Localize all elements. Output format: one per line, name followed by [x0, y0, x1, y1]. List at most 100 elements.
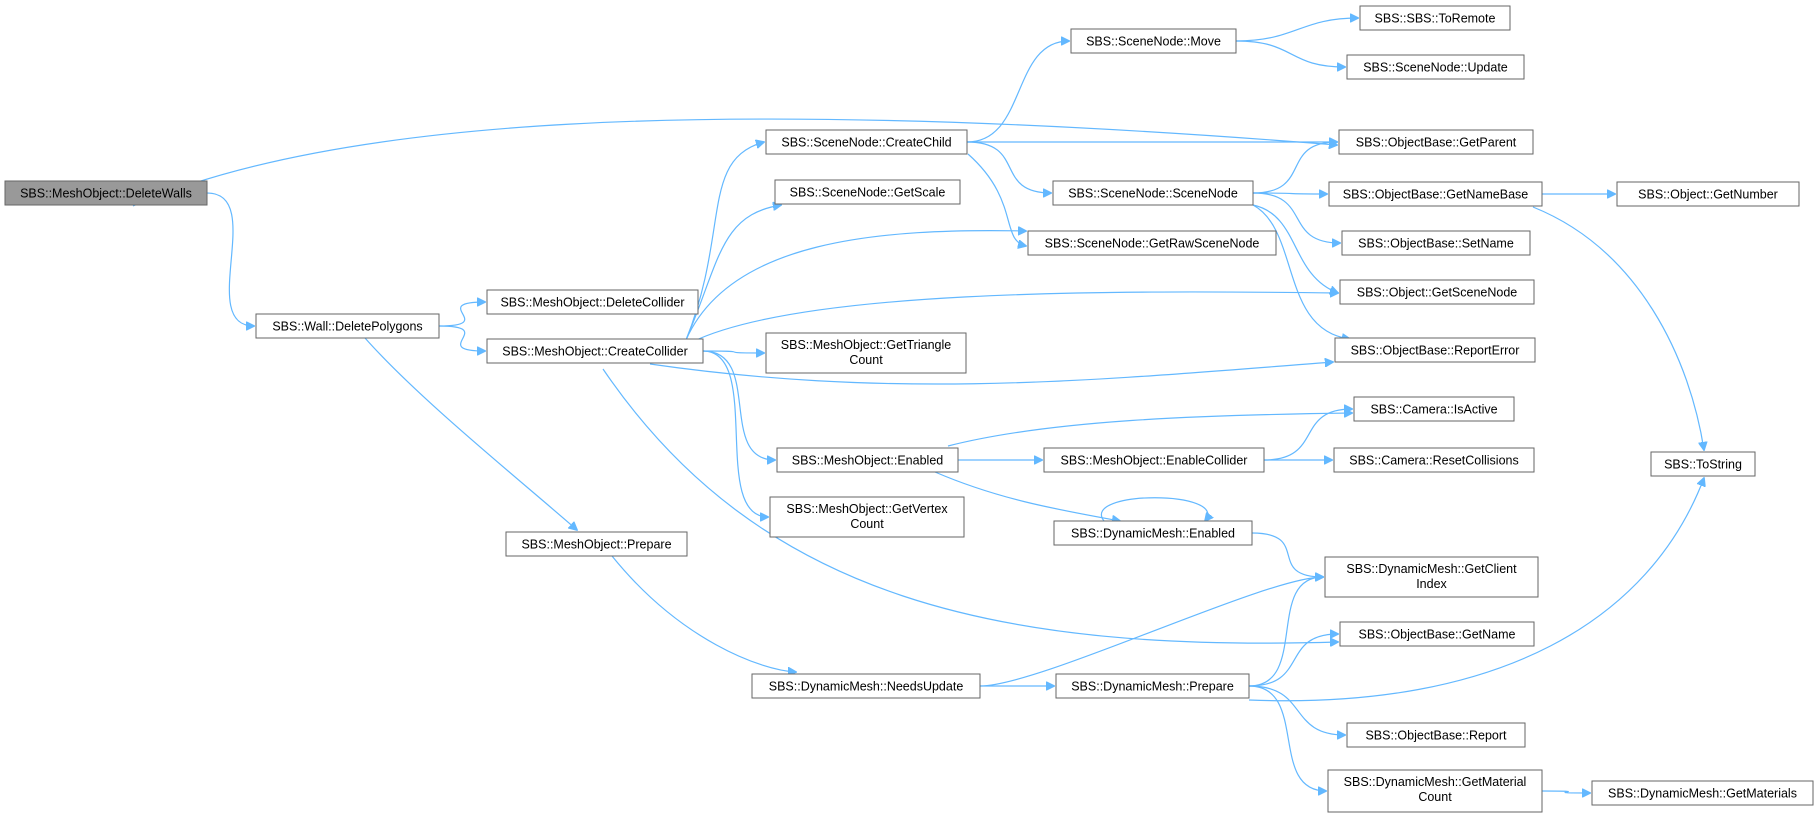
node-n25[interactable]: SBS::DynamicMesh::Enabled [1053, 520, 1253, 546]
edge-n12-to-n25 [934, 471, 1120, 521]
node-label: SBS::MeshObject::DeleteCollider [500, 296, 684, 310]
node-box [505, 531, 688, 557]
node-box [1346, 722, 1526, 748]
edge-n4-to-n14 [602, 368, 1338, 643]
node-label: SBS::Camera::ResetCollisions [1349, 454, 1519, 468]
node-label: SBS::SceneNode::GetRawSceneNode [1045, 237, 1260, 251]
node-box [1591, 780, 1814, 806]
edge-n2-to-n4 [438, 325, 485, 351]
edge-n16-to-n11 [1252, 204, 1350, 339]
node-box [1353, 396, 1515, 422]
node-n9[interactable]: SBS::Object::GetSceneNode [1339, 279, 1535, 305]
node-n2[interactable]: SBS::Wall::DeletePolygons [255, 313, 440, 339]
node-box [1328, 181, 1543, 207]
node-n26[interactable]: SBS::Camera::ResetCollisions [1333, 447, 1535, 473]
edge-n2-to-n3 [438, 302, 485, 327]
edge-n2-to-n5 [364, 337, 577, 530]
node-n7[interactable]: SBS::SceneNode::GetScale [774, 179, 961, 205]
node-box [1053, 520, 1253, 546]
edge-n16-to-n9 [1252, 204, 1338, 293]
edge-n29-to-n27 [1248, 577, 1323, 687]
node-n29[interactable]: SBS::DynamicMesh::Prepare [1055, 673, 1250, 699]
node-n24[interactable]: SBS::MeshObject::EnableCollider [1043, 447, 1265, 473]
node-box [765, 332, 967, 374]
edge-n15-to-n18 [1235, 40, 1345, 67]
node-box [255, 313, 440, 339]
node-n11[interactable]: SBS::ObjectBase::ReportError [1334, 337, 1536, 363]
edge-n29-to-n31 [1248, 685, 1326, 791]
node-label: SBS::MeshObject::Enabled [792, 454, 944, 468]
node-box [1324, 556, 1539, 598]
node-label: SBS::DynamicMesh::GetMaterials [1608, 787, 1797, 801]
edge-n4-to-n6 [685, 142, 764, 341]
node-label: SBS::ToString [1664, 458, 1742, 472]
node-n23[interactable]: SBS::Camera::IsActive [1353, 396, 1515, 422]
edge-n25-to-n25 [1100, 497, 1207, 521]
node-n1[interactable]: SBS::ObjectBase::GetParent [1338, 129, 1534, 155]
node-label: SBS::ObjectBase::ReportError [1351, 344, 1520, 358]
edge-n29-to-n14 [1248, 634, 1338, 687]
node-box [1043, 447, 1265, 473]
node-n30[interactable]: SBS::ObjectBase::Report [1346, 722, 1526, 748]
edge-n4-to-n13 [702, 350, 768, 517]
edges-layer [132, 18, 1704, 793]
node-label: SBS::SceneNode::SceneNode [1068, 187, 1238, 201]
node-n0[interactable]: SBS::MeshObject::DeleteWalls [4, 180, 208, 206]
node-box [4, 180, 208, 206]
node-n32[interactable]: SBS::DynamicMesh::GetMaterials [1591, 780, 1814, 806]
node-label: SBS::ObjectBase::Report [1365, 729, 1507, 743]
node-box [769, 496, 965, 538]
node-n4[interactable]: SBS::MeshObject::CreateCollider [486, 338, 704, 364]
edge-n25-to-n27 [1251, 532, 1323, 577]
edge-n0-to-n1 [132, 118, 1337, 207]
edge-n24-to-n23 [1263, 409, 1352, 461]
node-n19[interactable]: SBS::ObjectBase::GetNameBase [1328, 181, 1543, 207]
edge-n4-to-n8 [685, 231, 1026, 341]
node-box [1055, 673, 1250, 699]
node-box [1341, 230, 1531, 256]
edge-n4-to-n11 [649, 362, 1333, 385]
edge-n12-to-n23 [947, 413, 1352, 447]
node-label: SBS::Wall::DeletePolygons [272, 320, 422, 334]
edge-n16-to-n20 [1252, 192, 1340, 243]
node-box [774, 179, 961, 205]
edge-n6-to-n15 [966, 41, 1069, 143]
node-n16[interactable]: SBS::SceneNode::SceneNode [1052, 180, 1254, 206]
node-n17[interactable]: SBS::SBS::ToRemote [1359, 5, 1511, 31]
edge-n0-to-n2 [206, 192, 254, 326]
node-box [1027, 230, 1277, 256]
node-label: SBS::ObjectBase::GetParent [1356, 136, 1517, 150]
node-n18[interactable]: SBS::SceneNode::Update [1346, 54, 1525, 80]
node-n3[interactable]: SBS::MeshObject::DeleteCollider [486, 289, 699, 315]
edge-n28-to-n27 [979, 577, 1323, 687]
node-box [776, 447, 959, 473]
node-n22[interactable]: SBS::ToString [1650, 451, 1756, 477]
edge-n4-to-n7 [685, 205, 781, 341]
node-n12[interactable]: SBS::MeshObject::Enabled [776, 447, 959, 473]
node-label: SBS::SBS::ToRemote [1375, 12, 1496, 26]
node-label: SBS::SceneNode::Update [1363, 61, 1508, 75]
node-box [1650, 451, 1756, 477]
node-label: SBS::ObjectBase::GetName [1358, 628, 1515, 642]
edge-n19-to-n22 [1532, 206, 1704, 450]
node-label: SBS::ObjectBase::GetNameBase [1343, 188, 1529, 202]
node-n8[interactable]: SBS::SceneNode::GetRawSceneNode [1027, 230, 1277, 256]
node-n14[interactable]: SBS::ObjectBase::GetName [1339, 621, 1535, 647]
node-n21[interactable]: SBS::Object::GetNumber [1616, 181, 1800, 207]
edge-n31-to-n32 [1541, 791, 1590, 793]
node-label: SBS::Camera::IsActive [1370, 403, 1497, 417]
node-n20[interactable]: SBS::ObjectBase::SetName [1341, 230, 1531, 256]
edge-n4-to-n10 [702, 351, 764, 353]
node-box [1052, 180, 1254, 206]
node-n28[interactable]: SBS::DynamicMesh::NeedsUpdate [751, 673, 981, 699]
node-n6[interactable]: SBS::SceneNode::CreateChild [765, 129, 968, 155]
node-n15[interactable]: SBS::SceneNode::Move [1070, 28, 1237, 54]
node-n5[interactable]: SBS::MeshObject::Prepare [505, 531, 688, 557]
